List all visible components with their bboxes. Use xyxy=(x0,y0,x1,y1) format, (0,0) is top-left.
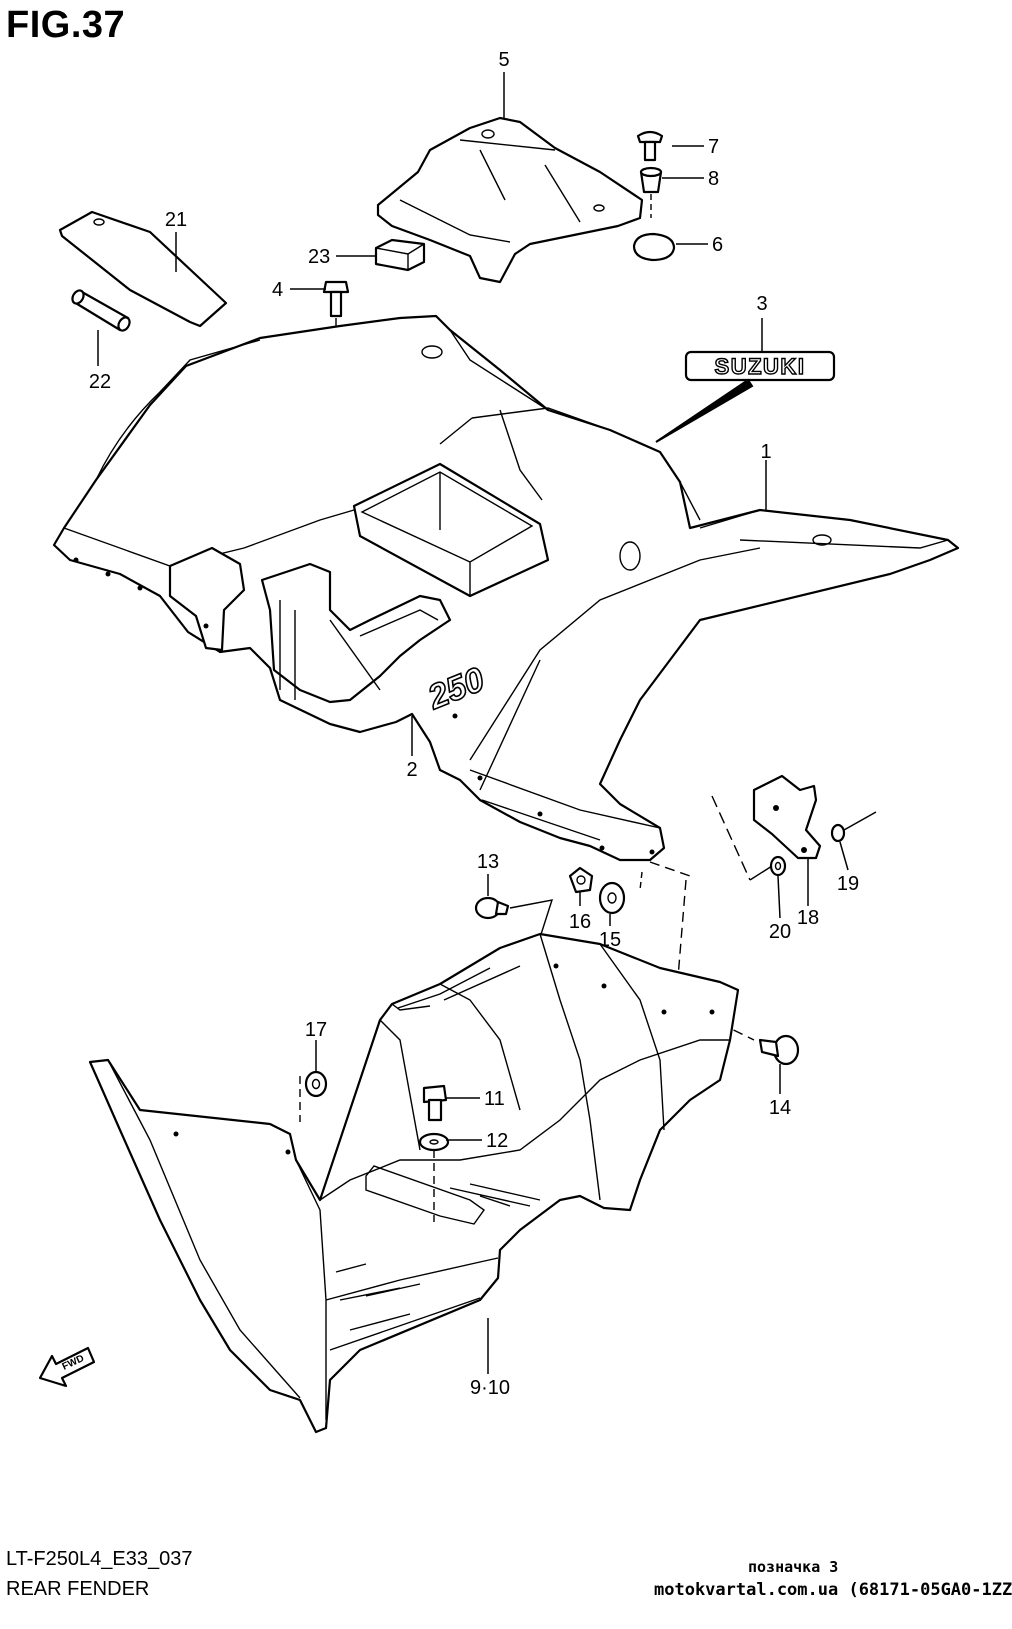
figure-title: FIG.37 xyxy=(6,4,126,46)
emblem-text: SUZUKI xyxy=(715,354,806,379)
part-5-cover[interactable] xyxy=(376,116,644,284)
callout-9-10: 9·10 xyxy=(470,1377,510,1399)
callout-17: 17 xyxy=(305,1019,327,1041)
callout-18: 18 xyxy=(797,907,819,929)
part-15-washer[interactable] xyxy=(598,881,626,915)
part-20-washer[interactable] xyxy=(769,855,787,877)
callout-5: 5 xyxy=(498,49,509,71)
callout-numbers: 5 7 8 6 3 1 21 22 23 4 2 13 16 15 20 18 … xyxy=(89,49,859,1399)
callout-7: 7 xyxy=(708,136,719,158)
callout-22: 22 xyxy=(89,371,111,393)
callout-4: 4 xyxy=(272,279,283,301)
part-6-cap[interactable] xyxy=(632,232,676,262)
figure-caption: REAR FENDER xyxy=(6,1578,150,1600)
callout-23: 23 xyxy=(308,246,330,268)
part-21-pad[interactable] xyxy=(58,210,228,328)
stamp-url: motokvartal.com.ua (68171-05GA0-1ZZ xyxy=(654,1580,1012,1600)
part-3-emblem[interactable]: SUZUKI xyxy=(684,350,836,382)
callout-11: 11 xyxy=(484,1088,505,1110)
stamp-label: позначка 3 xyxy=(748,1558,839,1576)
part-19-screw[interactable] xyxy=(830,811,877,843)
callout-20: 20 xyxy=(769,921,791,943)
callout-2: 2 xyxy=(406,759,417,781)
callout-14: 14 xyxy=(769,1097,791,1119)
callout-leaders xyxy=(97,72,849,1374)
fwd-arrow-icon: FWD xyxy=(38,1346,96,1388)
part-14-push-rivet[interactable] xyxy=(758,1034,800,1066)
part-7-rivet[interactable] xyxy=(636,130,664,162)
part-1-rear-fender[interactable]: 250 xyxy=(52,314,960,862)
callout-1: 1 xyxy=(760,441,771,463)
part-16-nut[interactable] xyxy=(568,866,594,894)
callout-8: 8 xyxy=(708,168,719,190)
callout-19: 19 xyxy=(837,873,859,895)
part-11-bolt[interactable] xyxy=(422,1084,448,1122)
model-code: LT-F250L4_E33_037 xyxy=(6,1548,193,1570)
callout-3: 3 xyxy=(756,293,767,315)
part-4-bolt[interactable] xyxy=(322,280,350,318)
part-23-block[interactable] xyxy=(374,238,426,272)
callout-21: 21 xyxy=(165,209,187,231)
part-17-washer[interactable] xyxy=(304,1070,328,1098)
callout-6: 6 xyxy=(712,234,723,256)
part-13-clip[interactable] xyxy=(474,896,510,920)
part-12-washer[interactable] xyxy=(418,1132,450,1152)
part-9-10-footrest[interactable] xyxy=(88,932,740,1434)
callout-15: 15 xyxy=(599,929,621,951)
part-18-bracket[interactable] xyxy=(752,774,822,860)
part-22-cylinder[interactable] xyxy=(70,288,132,332)
callout-16: 16 xyxy=(569,911,591,933)
callout-13: 13 xyxy=(477,851,499,873)
part-8-nut[interactable] xyxy=(639,166,663,194)
callout-12: 12 xyxy=(486,1130,508,1152)
